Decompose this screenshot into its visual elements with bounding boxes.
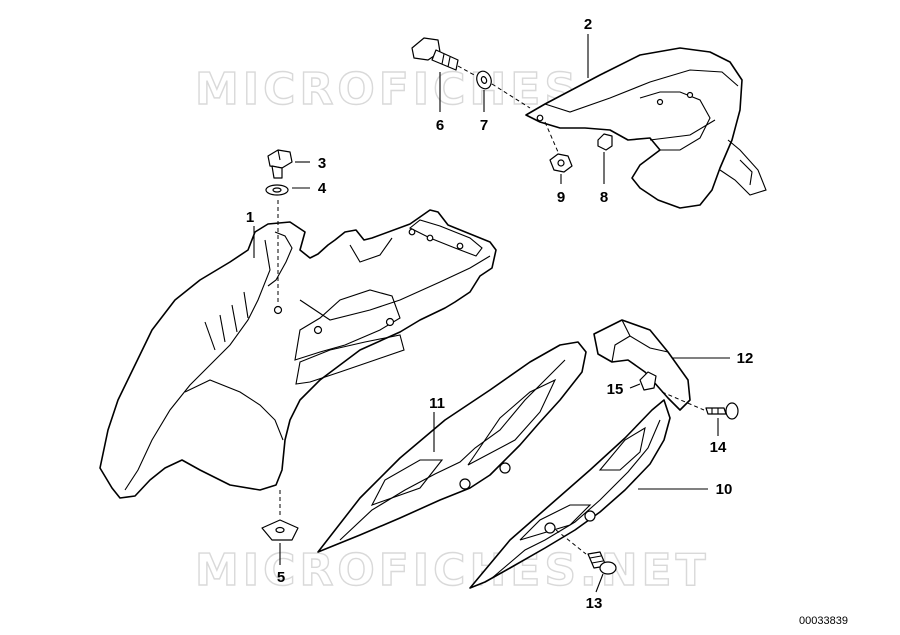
part-6-bolt xyxy=(411,37,459,71)
part-5-clip-nut xyxy=(261,519,299,541)
callout-3: 3 xyxy=(318,155,326,172)
callout-13: 13 xyxy=(586,595,603,612)
diagram-reference-number: 00033839 xyxy=(799,615,848,627)
leader-lines xyxy=(253,34,730,593)
part-11-side-panel-left xyxy=(317,341,587,553)
part-10-side-panel-right xyxy=(469,399,671,589)
part-15-clip xyxy=(639,371,657,391)
callout-11: 11 xyxy=(429,395,445,412)
callout-4: 4 xyxy=(318,180,327,197)
callout-15: 15 xyxy=(607,381,624,398)
callout-1: 1 xyxy=(246,209,254,226)
part-9-nut xyxy=(549,153,573,173)
callout-2: 2 xyxy=(584,16,592,33)
part-2-rear-cover xyxy=(525,47,767,209)
part-4-washer xyxy=(265,184,289,196)
part-14-screw xyxy=(705,402,739,420)
watermark-bottom: MICROFICHES.NET xyxy=(195,545,710,596)
callouts: 1 2 3 4 5 6 7 8 9 10 11 12 13 14 15 xyxy=(246,16,754,612)
part-8-grommet xyxy=(597,133,613,151)
part-3-bolt xyxy=(267,149,293,179)
part-1-rear-frame xyxy=(99,209,497,499)
callout-5: 5 xyxy=(277,569,285,586)
callout-6: 6 xyxy=(436,117,444,134)
callout-14: 14 xyxy=(710,439,727,456)
callout-12: 12 xyxy=(737,350,754,367)
part-7-washer xyxy=(476,70,492,90)
callout-9: 9 xyxy=(557,189,565,206)
part-13-screw xyxy=(587,551,617,575)
part-12-bracket xyxy=(593,319,691,411)
callout-7: 7 xyxy=(480,117,488,134)
callout-8: 8 xyxy=(600,189,608,206)
callout-10: 10 xyxy=(716,481,733,498)
